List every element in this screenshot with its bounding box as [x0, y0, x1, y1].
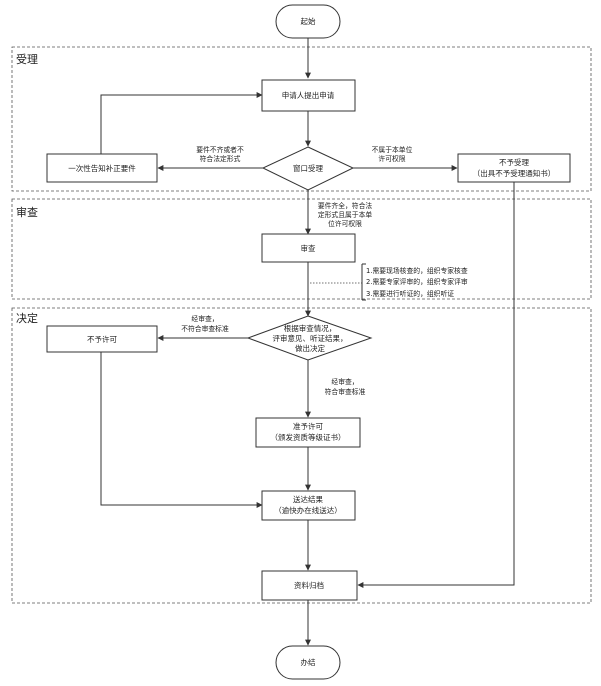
label-pass-line1: 经审查，	[331, 377, 358, 386]
node-permit: 准予许可 （颁发资质等级证书）	[255, 417, 361, 448]
review-note-3: 3.需要进行听证的，组织听证	[366, 289, 454, 298]
review-note-1: 1.需要现场核查的，组织专家核查	[366, 266, 468, 275]
node-end-label: 办结	[301, 657, 316, 667]
label-fail-line2: 不符合审查标准	[181, 324, 229, 333]
review-note-2: 2.需要专家评审的，组织专家评审	[366, 277, 468, 286]
node-review: 审查	[261, 233, 356, 263]
node-permit-line2: （颁发资质等级证书）	[271, 432, 346, 442]
edge-labels: 要件不齐或者不 符合法定形式 不属于本单位 许可权限 要件齐全，符合法 定形式且…	[181, 145, 412, 396]
lane-review-title: 审查	[16, 205, 38, 219]
label-incomplete-line1: 要件不齐或者不	[196, 145, 244, 154]
node-deliver-line2: （逾快办在线送达）	[274, 505, 342, 515]
lane-acceptance-title: 受理	[16, 53, 38, 66]
label-not-in-scope-line2: 许可权限	[378, 154, 405, 163]
label-not-in-scope-line1: 不属于本单位	[372, 145, 413, 154]
label-complete-line3: 位许可权限	[328, 219, 362, 228]
node-decide: 根据审查情况， 评审意见、听证结果， 做出决定	[246, 315, 373, 361]
node-apply-label: 申请人提出申请	[282, 90, 335, 100]
lane-acceptance: 受理	[11, 46, 592, 192]
node-archive-label: 资料归档	[294, 580, 324, 590]
node-start: 起始	[275, 4, 341, 39]
node-notify-supplement: 一次性告知补正要件	[46, 153, 158, 183]
label-incomplete-line2: 符合法定形式	[200, 154, 241, 163]
node-reject-line2: （出具不予受理通知书）	[473, 168, 556, 178]
node-not-permit: 不予许可	[46, 325, 158, 353]
node-window-label: 窗口受理	[293, 163, 323, 173]
node-window: 窗口受理	[261, 146, 355, 191]
node-review-label: 审查	[301, 243, 316, 253]
label-complete-line2: 定形式且属于本单	[318, 210, 373, 219]
edge-reject-archive	[357, 182, 515, 588]
review-notes: 1.需要现场核查的，组织专家核查 2.需要专家评审的，组织专家评审 3.需要进行…	[366, 266, 468, 298]
lane-decision-title: 决定	[16, 311, 38, 325]
node-permit-line1: 准予许可	[293, 421, 323, 431]
node-reject-accept: 不予受理 （出具不予受理通知书）	[457, 153, 571, 183]
node-notify-label: 一次性告知补正要件	[68, 163, 136, 173]
node-apply: 申请人提出申请	[261, 79, 356, 112]
node-end: 办结	[275, 645, 341, 680]
node-not-permit-label: 不予许可	[87, 334, 117, 344]
node-deliver-line1: 送达结果	[293, 494, 323, 504]
node-deliver: 送达结果 （逾快办在线送达）	[261, 490, 356, 521]
lane-decision: 决定	[11, 307, 592, 604]
lane-review: 审查	[11, 198, 592, 300]
label-complete-line1: 要件齐全，符合法	[318, 201, 373, 210]
node-start-label: 起始	[301, 16, 316, 26]
label-pass-line2: 符合审查标准	[325, 387, 366, 396]
edge-notify-apply	[100, 92, 263, 154]
node-decide-line2: 评审意见、听证结果，	[273, 333, 348, 343]
edge-notpermit-deliver	[100, 352, 263, 508]
node-archive: 资料归档	[261, 570, 358, 601]
node-reject-line1: 不予受理	[499, 157, 529, 167]
node-decide-line1: 根据审查情况，	[284, 323, 337, 333]
edges	[100, 38, 515, 646]
label-fail-line1: 经审查，	[191, 314, 218, 323]
node-decide-line3: 做出决定	[295, 343, 325, 353]
